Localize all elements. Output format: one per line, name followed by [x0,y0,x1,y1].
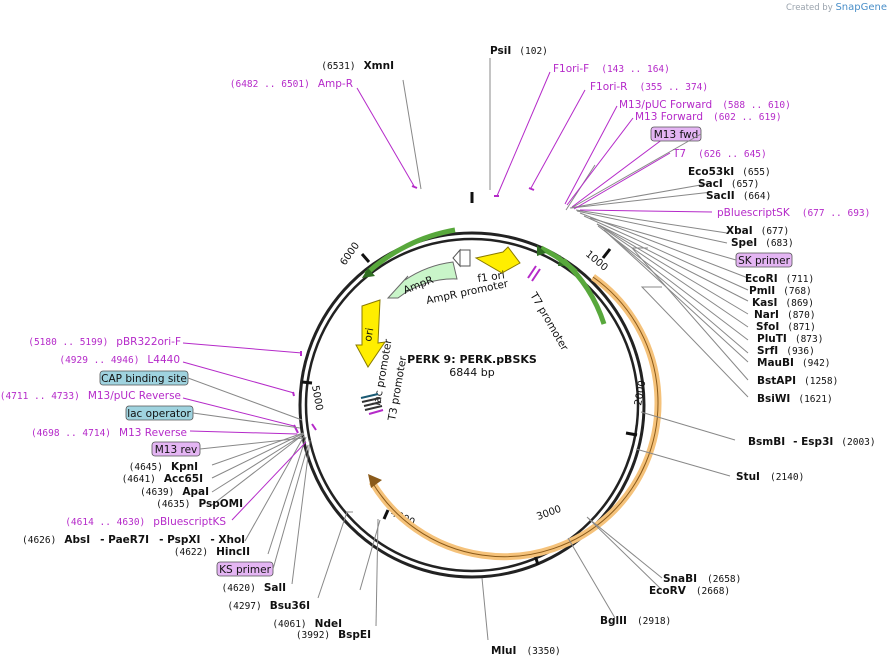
backbone-outer [298,231,646,579]
primer-m13-forward: M13 Forward(602 .. 619) [635,111,782,123]
site-xmni: (6531)XmnI [321,60,394,72]
ampr-arrow [386,261,458,299]
ori-label: ori [362,327,376,343]
backbone-inner [304,237,640,573]
site-saci: SacI(657) [698,178,759,190]
svg-text:M13 fwd: M13 fwd [654,129,699,141]
site-snabi: SnaBI(2658) [663,573,741,585]
site-kasi: KasI(869) [752,297,814,309]
tick-3000: 3000 [535,504,563,523]
f1-ori-label: f1 ori [477,269,506,285]
tick-2000: 2000 [633,380,648,407]
svg-text:lac operator: lac operator [127,408,191,420]
site-bsmbi-esp3i: BsmBI- Esp3I(2003) [748,436,876,448]
svg-text:CAP binding site: CAP binding site [101,373,187,385]
site-bsu36i: (4297)Bsu36I [227,600,310,612]
svg-text:KS primer: KS primer [219,564,271,576]
tick-marks [301,248,638,566]
plasmid-length: 6844 bp [449,366,494,379]
site-kpni: (4645)KpnI [129,461,198,473]
site-acc65i: (4641)Acc65I [122,473,203,485]
ampr-promoter-box [459,249,471,267]
site-mlui: MluI(3350) [491,645,561,657]
site-bsiwi: BsiWI(1621) [757,393,833,405]
tick-6000: 6000 [338,241,362,268]
site-pmli: PmlI(768) [749,285,812,297]
primer-markers [292,185,535,434]
site-spei: SpeI(683) [731,237,794,249]
site-stui: StuI(2140) [736,471,804,483]
primer-leader-lines [182,71,713,521]
site-nari: NarI(870) [754,309,816,321]
site-ecori: EcoRI(711) [745,273,814,285]
primer-m13-puc-forward: M13/pUC Forward(588 .. 610) [619,99,791,111]
green-feature-arc-2 [539,245,578,274]
primer-amp-r: (6482 .. 6501)Amp-R [230,78,353,90]
site-sacii: SacII(664) [706,190,771,202]
site-pluti: PluTI(873) [757,333,823,345]
box-m13-rev: M13 rev [151,441,201,457]
box-ks-primer: KS primer [216,561,274,577]
svg-text:SK primer: SK primer [738,255,790,267]
site-xbai: XbaI(677) [726,225,789,237]
site-bglii: BglII(2918) [600,615,671,627]
box-leader-lines [187,133,737,570]
plasmid-name: PERK 9: PERK.pBSKS [407,353,537,366]
site-eco53ki: Eco53kI(655) [688,166,771,178]
primer-m13-puc-reverse: (4711 .. 4733)M13/pUC Reverse [0,390,181,402]
site-maubi: MauBI(942) [757,357,831,369]
site-bstapi: BstAPI(1258) [757,375,838,387]
box-lac-operator: lac operator [125,405,194,421]
site-psii: PsiI(102) [490,45,548,57]
created-by-text: Created by [785,3,833,13]
site-sfoi: SfoI(871) [756,321,816,333]
orange-feature-arrowhead [368,474,382,488]
green-feature-arc-3 [364,227,456,276]
lac-marks [360,393,384,415]
ori-arrow [355,299,387,368]
primer-f1ori-r: F1ori-R(355 .. 374) [590,81,708,93]
primer-t7: T7(626 .. 645) [672,148,767,160]
site-sali: (4620)SalI [222,582,286,594]
site-bspei: (3992)BspEI [296,629,371,641]
t7-promoter-marks [527,265,541,282]
primer-m13-reverse: (4698 .. 4714)M13 Reverse [31,427,187,439]
site-srfi: SrfI(936) [757,345,815,357]
site-ndei: (4061)NdeI [272,618,342,630]
tick-5000: 5000 [309,385,324,412]
ampr-promoter-arrow [452,248,461,268]
primer-l4440: (4929 .. 4946)L4440 [59,354,180,366]
box-cap-binding-site: CAP binding site [99,370,189,386]
svg-text:M13 rev: M13 rev [155,444,198,456]
f1-ori-arrow [474,246,521,274]
site-absi-group: (4626)AbsI- PaeR7I- PspXI- XhoI [22,534,245,546]
primer-pbr322ori-f: (5180 .. 5199)pBR322ori-F [28,336,181,348]
site-pspomi: (4635)PspOMI [156,498,243,510]
site-ecorv: EcoRV(2668) [649,585,730,597]
leader-lines [211,58,749,641]
snapgene-credit: Created by SnapGene [786,2,887,13]
primer-f1ori-f: F1ori-F(143 .. 164) [553,63,670,75]
site-hincii: (4622)HincII [174,546,250,558]
ampr-promoter-label: AmpR promoter [425,278,510,307]
box-m13-fwd: M13 fwd [650,126,702,142]
t7-promoter-label: T7 promoter [527,290,571,354]
site-apai: (4639)ApaI [140,486,209,498]
primer-pbluescriptks: (4614 .. 4630)pBluescriptKS [65,516,226,528]
primer-pbluescriptsk: pBluescriptSK(677 .. 693) [717,207,870,219]
box-sk-primer: SK primer [735,252,793,268]
snapgene-logo-text: SnapGene [835,2,887,13]
